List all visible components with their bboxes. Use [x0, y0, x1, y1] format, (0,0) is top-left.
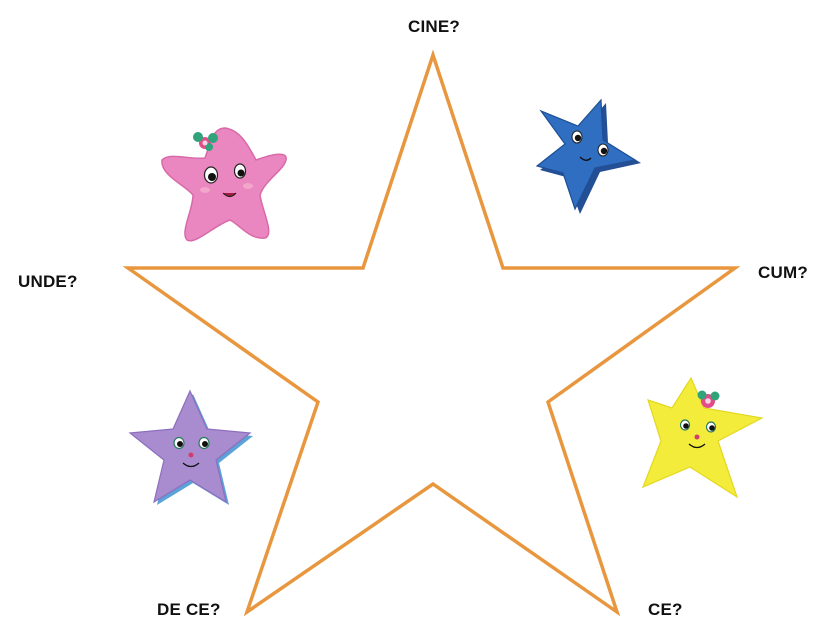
purple-star-icon [130, 391, 253, 505]
blue-star-icon [537, 100, 641, 214]
question-label-what: CE? [648, 600, 683, 620]
yellow-star-icon [643, 378, 762, 497]
question-label-why: DE CE? [157, 600, 221, 620]
question-label-who: CINE? [408, 17, 460, 37]
pink-star-icon [162, 128, 286, 241]
question-label-where: UNDE? [18, 272, 78, 292]
question-label-how: CUM? [758, 263, 808, 283]
